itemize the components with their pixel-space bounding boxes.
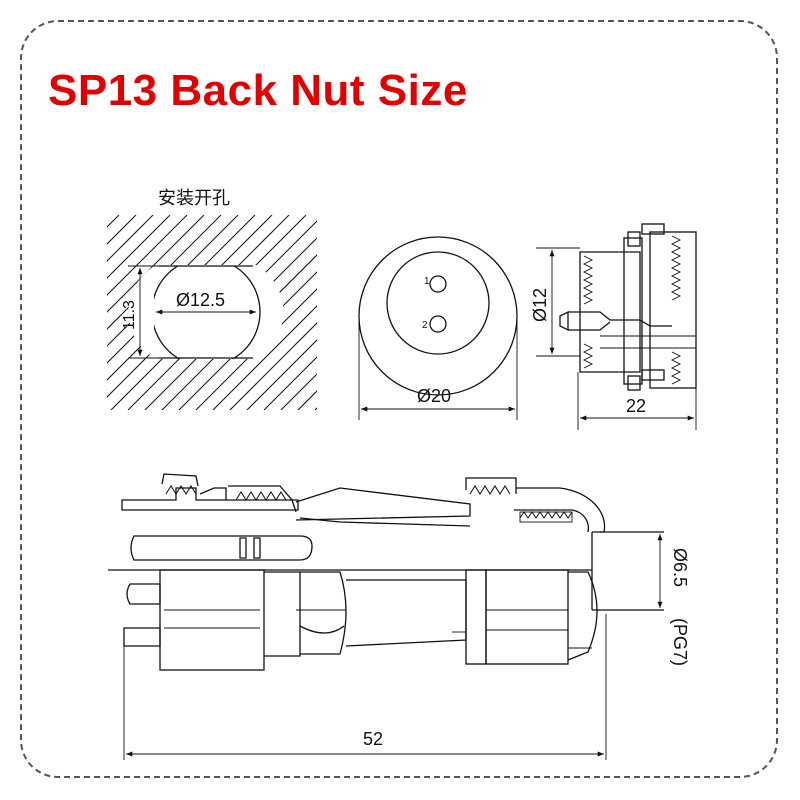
overall-length-label: 52 bbox=[363, 729, 383, 749]
hole-outline bbox=[154, 266, 261, 359]
thread-size-label: (PG7) bbox=[670, 618, 690, 666]
pin-1-hole bbox=[429, 275, 447, 293]
pin-2-label: 2 bbox=[422, 320, 428, 331]
pin-2-hole bbox=[429, 315, 447, 333]
mounting-hole-label: 安装开孔 bbox=[158, 188, 230, 208]
mounting-hole-view: 安装开孔 Ø12.5 11.3 bbox=[107, 188, 317, 410]
hole-diameter-label: Ø12.5 bbox=[176, 290, 225, 310]
front-view: 1 2 Ø20 bbox=[358, 236, 518, 420]
front-diameter-label: Ø20 bbox=[417, 386, 451, 406]
cable-diameter-label: Ø6.5 bbox=[670, 548, 690, 587]
page-title: SP13 Back Nut Size bbox=[48, 66, 468, 115]
flat-dimension-label: 11.3 bbox=[121, 300, 138, 330]
front-outer-circle bbox=[358, 236, 518, 396]
side-view: Ø12 22 bbox=[530, 223, 697, 430]
assembly-view: Ø6.5 (PG7) 52 bbox=[108, 473, 690, 760]
pin-1-label: 1 bbox=[424, 276, 430, 287]
front-inner-circle bbox=[386, 251, 490, 355]
dashed-frame bbox=[20, 20, 778, 778]
side-length-label: 22 bbox=[626, 396, 646, 416]
side-diameter-label: Ø12 bbox=[530, 288, 550, 322]
